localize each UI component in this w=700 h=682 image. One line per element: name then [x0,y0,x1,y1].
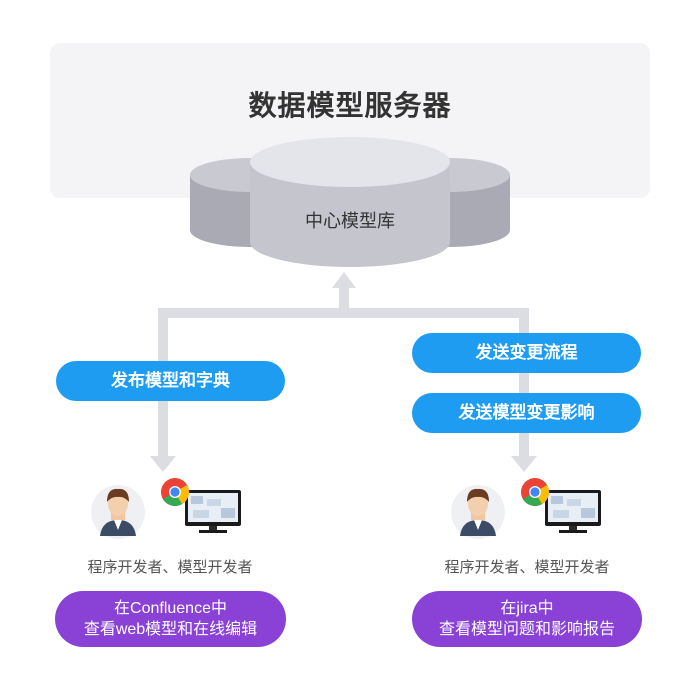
database-icon [190,137,510,267]
right-description-line2: 查看模型问题和影响报告 [438,621,615,638]
user-avatar-icon [451,485,505,539]
left-description-line1: 在Confluence中 [114,600,227,617]
arrow-up-icon [332,272,356,288]
arrow-down-icon [511,456,537,472]
repository-label: 中心模型库 [305,211,395,231]
send-change-impact-pill: 发送模型变更影响 [412,393,641,433]
user-avatar-icon [91,485,145,539]
left-description-pill: 在Confluence中 查看web模型和在线编辑 [55,591,286,647]
monitor-icon [545,490,601,533]
publish-models-pill: 发布模型和字典 [56,361,285,401]
left-description-line2: 查看web模型和在线编辑 [83,621,258,638]
arrow-down-icon [150,456,176,472]
send-change-flow-pill: 发送变更流程 [412,333,641,373]
left-role-label: 程序开发者、模型开发者 [87,559,253,576]
server-title: 数据模型服务器 [248,90,452,121]
monitor-icon [185,490,241,533]
right-role-label: 程序开发者、模型开发者 [444,559,610,576]
right-description-line1: 在jira中 [500,600,554,617]
right-description-pill: 在jira中 查看模型问题和影响报告 [412,591,642,647]
chrome-icon [161,478,189,506]
chrome-icon [521,478,549,506]
